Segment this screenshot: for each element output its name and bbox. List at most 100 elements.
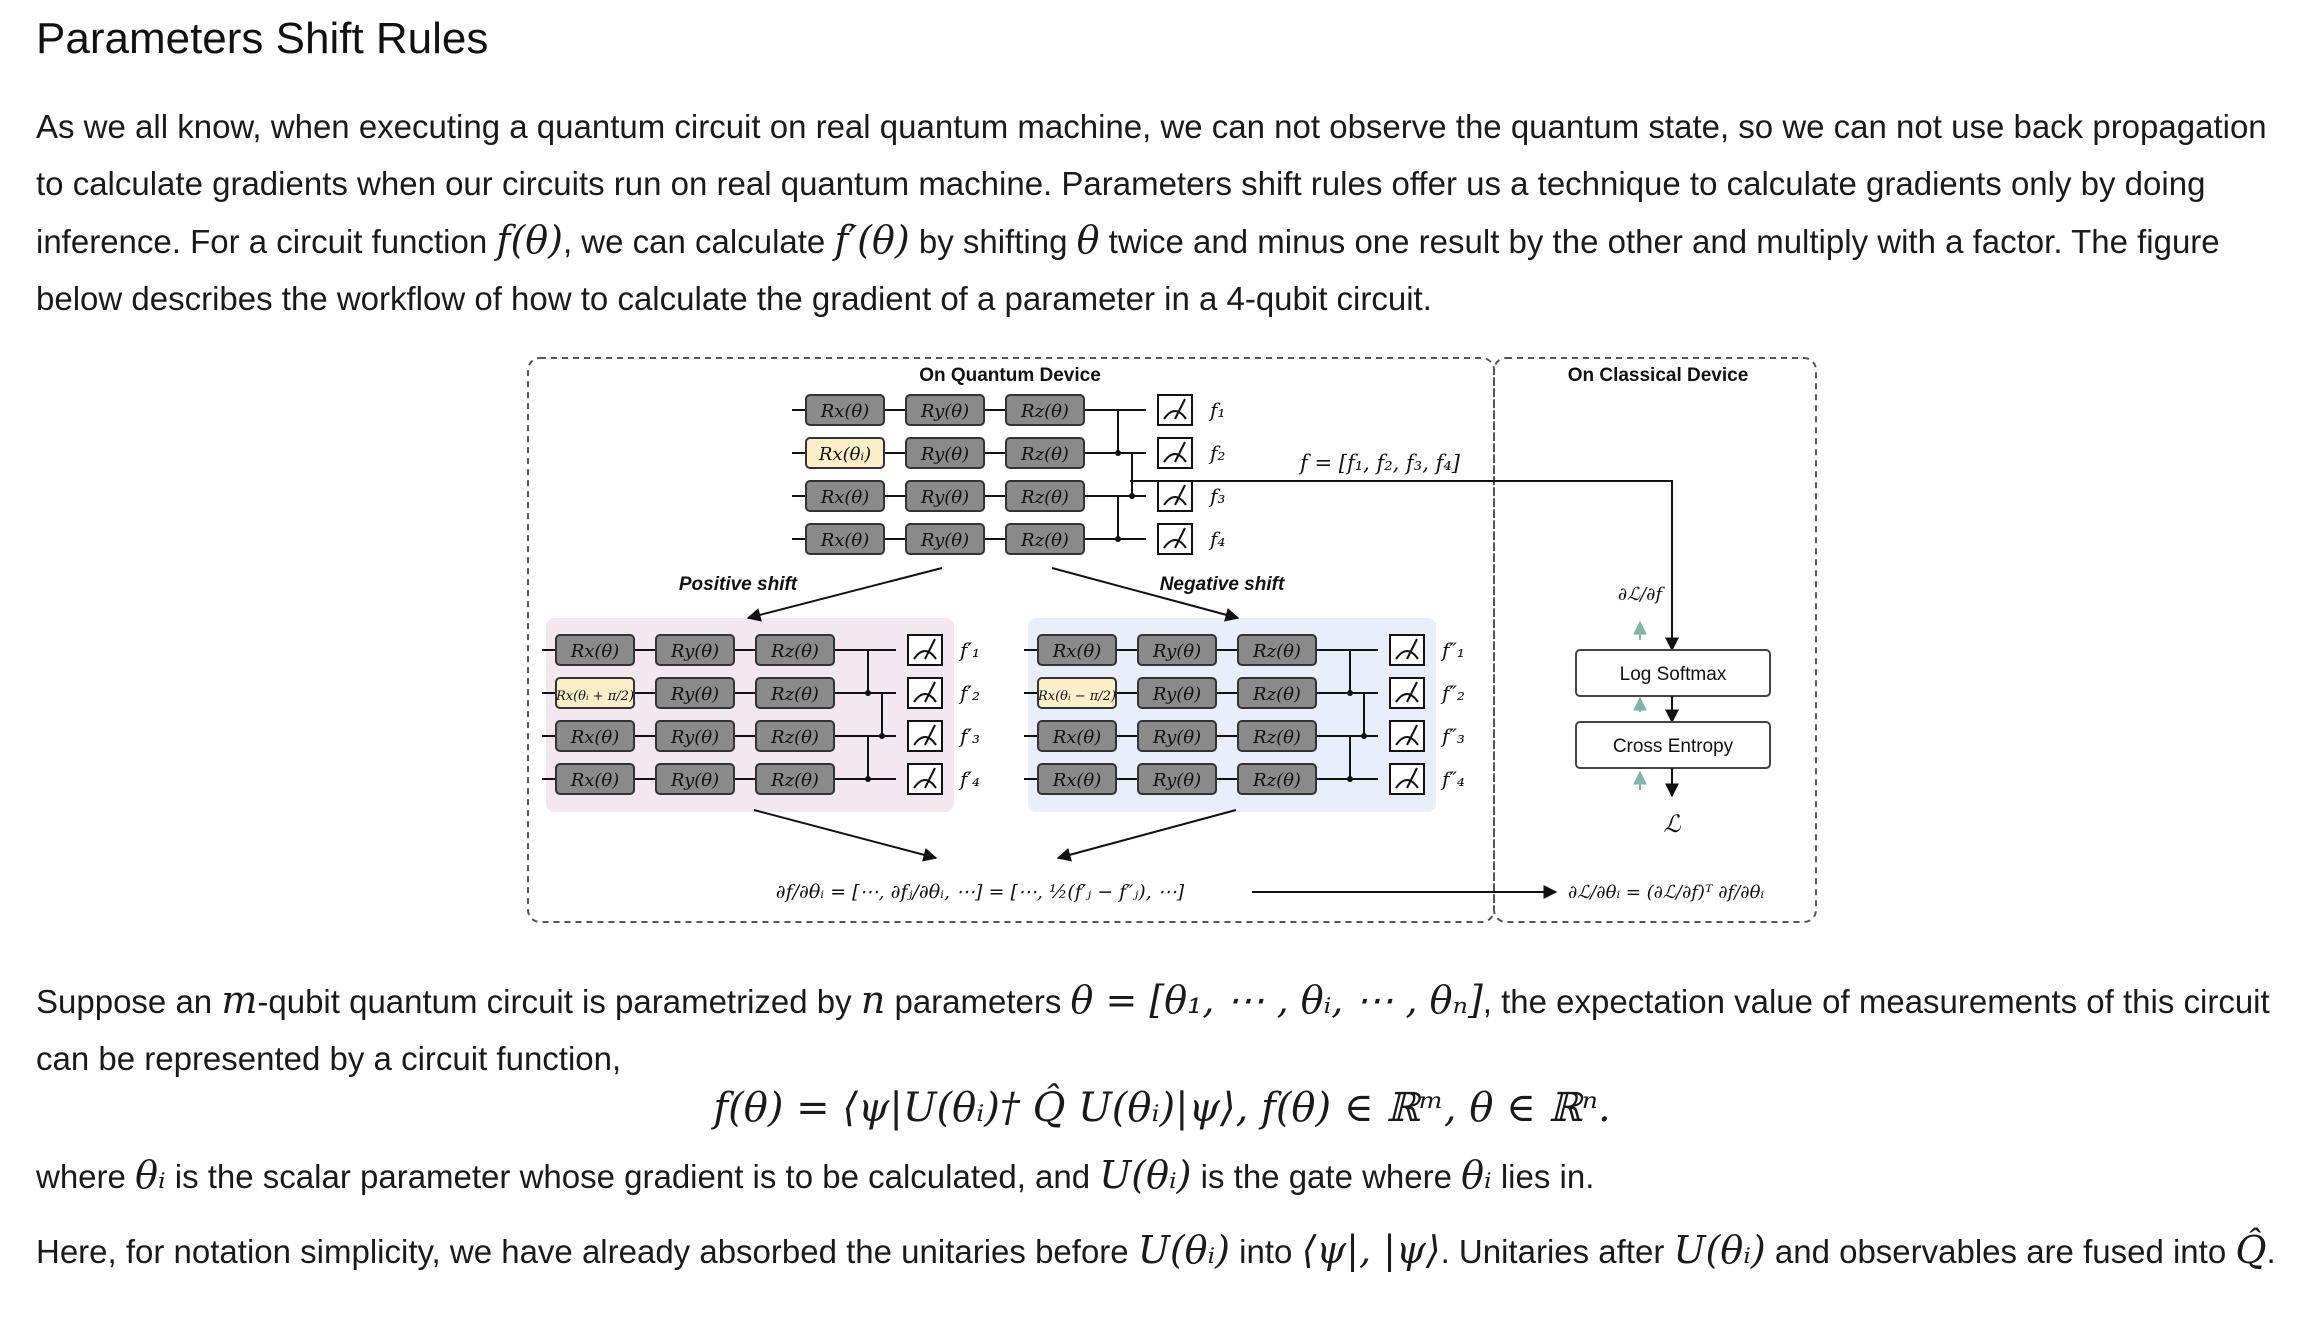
body-text-4: , the expectation value of measurements … — [36, 983, 2270, 1077]
negative-circuit-gate — [1137, 763, 1217, 795]
main-circuit-meter-needle — [1174, 441, 1186, 463]
math-theta-i-2: θᵢ — [1461, 1153, 1492, 1197]
positive-circuit-gate — [555, 763, 635, 795]
negative-circuit-meter-arc — [1395, 736, 1419, 746]
negative-circuit-meter-arc — [1395, 779, 1419, 789]
negative-circuit-gate-label: Rz(θ) — [1252, 684, 1301, 705]
main-circuit-output-label: f₁ — [1208, 398, 1225, 422]
main-circuit-gate-label: Ry(θ) — [920, 487, 969, 508]
main-circuit-output-label: f₃ — [1208, 484, 1225, 508]
where-text-1: where — [36, 1158, 136, 1195]
positive-circuit-gate-label: Rx(θ) — [570, 641, 620, 662]
positive-circuit-output-label: f′₃ — [958, 724, 980, 748]
positive-circuit-output-label: f′₄ — [958, 767, 980, 791]
main-circuit-gate — [905, 394, 985, 426]
math-n: n — [860, 978, 886, 1022]
negative-circuit-gate — [1237, 677, 1317, 709]
main-circuit-gate — [1005, 437, 1085, 469]
main-circuit-gate — [1005, 480, 1085, 512]
classical-device-border — [1493, 357, 1817, 923]
positive-circuit-meter-arc — [913, 779, 937, 789]
negative-circuit-gate-label: Ry(θ) — [1152, 684, 1201, 705]
main-circuit-meter-arc — [1163, 453, 1187, 463]
body-text-1: Suppose an — [36, 983, 222, 1020]
positive-circuit-gate — [555, 677, 635, 709]
positive-circuit-gate-label: Ry(θ) — [670, 727, 719, 748]
negative-circuit-meter-arc — [1395, 650, 1419, 660]
classical-device-label: On Classical Device — [1568, 365, 1749, 386]
positive-circuit-meter-needle — [924, 681, 936, 703]
positive-circuit-gate-label: Rz(θ) — [770, 727, 819, 748]
positive-circuit-gate-label: Ry(θ) — [670, 770, 719, 791]
positive-circuit-gate — [755, 720, 835, 752]
math-theta-i: θᵢ — [135, 1153, 166, 1197]
math-theta-vector: θ = [θ₁, ⋯ , θᵢ, ⋯ , θₙ] — [1070, 978, 1483, 1022]
negative-circuit-gate-label: Rz(θ) — [1252, 770, 1301, 791]
main-circuit-gate — [905, 437, 985, 469]
positive-circuit-gate-label: Ry(θ) — [670, 641, 719, 662]
positive-shift-label: Positive shift — [679, 574, 798, 595]
positive-circuit-meter-arc — [913, 693, 937, 703]
where-text-4: lies in. — [1491, 1158, 1595, 1195]
negative-circuit-gate-label: Ry(θ) — [1152, 641, 1201, 662]
chain-rule-formula: ∂ℒ/∂θᵢ = (∂ℒ/∂f)ᵀ ∂f/∂θᵢ — [1568, 882, 1764, 903]
here-text-3: . Unitaries after — [1440, 1233, 1674, 1270]
main-circuit-gate-label: Rz(θ) — [1020, 487, 1069, 508]
negative-circuit-gate — [1237, 763, 1317, 795]
main-circuit-gate-label: Ry(θ) — [920, 444, 969, 465]
here-text-4: and observables are fused into — [1765, 1233, 2236, 1270]
positive-circuit-output-label: f′₂ — [958, 681, 980, 705]
math-q-hat: Q̂ — [2235, 1228, 2267, 1272]
math-f-prime-theta: f′(θ) — [834, 218, 910, 262]
positive-shift-panel — [546, 618, 954, 812]
intro-text-4: twice and minus one result by the other … — [36, 223, 2220, 317]
positive-circuit-gate — [655, 720, 735, 752]
positive-circuit-meter-needle — [924, 767, 936, 789]
negative-circuit-gate — [1137, 634, 1217, 666]
intro-text-1: As we all know, when executing a quantum… — [36, 108, 2267, 260]
math-u-theta-i: U(θᵢ) — [1099, 1153, 1192, 1197]
negative-shift-panel — [1028, 618, 1436, 812]
main-circuit-output-label: f₄ — [1208, 527, 1225, 551]
negative-circuit-gate — [1037, 634, 1117, 666]
negative-circuit-gate — [1037, 763, 1117, 795]
body-paragraph-2: where θᵢ is the scalar parameter whose g… — [36, 1147, 2288, 1205]
positive-circuit-gate-label: Rz(θ) — [770, 770, 819, 791]
body-paragraph-3: Here, for notation simplicity, we have a… — [36, 1222, 2288, 1280]
main-circuit-gate-label: Rx(θᵢ) — [818, 444, 871, 465]
circuit-diagrams: Rx(θ) Ry(θ) Rz(θ) f₁ Rx(θᵢ) Ry(θ) Rz(θ) f₂ Rx(θ)… — [542, 394, 1465, 795]
negative-circuit-output-label: f″₃ — [1440, 724, 1465, 748]
intro-text-2: , we can calculate — [562, 223, 835, 260]
main-circuit-gate — [805, 394, 885, 426]
positive-circuit-gate-label: Rx(θ) — [570, 770, 620, 791]
negative-circuit-output-label: f″₂ — [1440, 681, 1465, 705]
gradient-formula: ∂f/∂θᵢ = [⋯, ∂fⱼ/∂θᵢ, ⋯] = [⋯, ½(f′ⱼ − f… — [776, 881, 1185, 903]
positive-circuit-output-label: f′₁ — [958, 638, 980, 662]
negative-circuit-meter-needle — [1406, 767, 1418, 789]
main-circuit-meter-arc — [1163, 539, 1187, 549]
main-circuit-meter-icon — [1157, 523, 1193, 555]
main-circuit-gate — [905, 523, 985, 555]
here-text-1: Here, for notation simplicity, we have a… — [36, 1233, 1138, 1270]
intro-text-3: by shifting — [909, 223, 1077, 260]
negative-circuit-output-label: f″₄ — [1440, 767, 1465, 791]
main-circuit-output-label: f₂ — [1208, 441, 1225, 465]
main-circuit-gate — [905, 480, 985, 512]
positive-shift-arrow — [746, 567, 943, 622]
negative-circuit-gate-label: Rz(θ) — [1252, 641, 1301, 662]
main-circuit-meter-icon — [1157, 437, 1193, 469]
negative-circuit-gate — [1237, 634, 1317, 666]
positive-circuit-gate-label: Rx(θᵢ + π/2) — [555, 689, 634, 704]
positive-circuit-meter-needle — [924, 724, 936, 746]
negative-circuit-gate-label: Rz(θ) — [1252, 727, 1301, 748]
negative-circuit-gate-label: Rx(θᵢ − π/2) — [1037, 689, 1116, 704]
positive-circuit-gate — [755, 763, 835, 795]
positive-circuit-gate-label: Rx(θ) — [570, 727, 620, 748]
math-m: m — [221, 978, 258, 1022]
where-text-2: is the scalar parameter whose gradient i… — [165, 1158, 1100, 1195]
negative-circuit-gate-label: Rx(θ) — [1052, 641, 1102, 662]
main-circuit-meter-needle — [1174, 527, 1186, 549]
f-vector-label: f = [f₁, f₂, f₃, f₄] — [1298, 451, 1461, 475]
main-circuit-gate-label: Ry(θ) — [920, 530, 969, 551]
positive-circuit-meter-arc — [913, 736, 937, 746]
